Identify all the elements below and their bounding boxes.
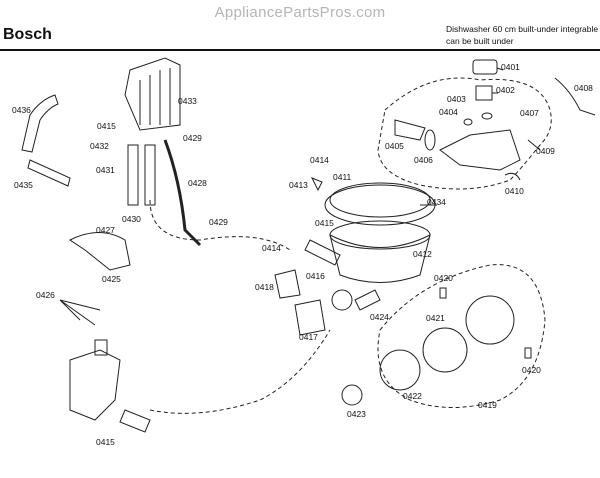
part-0418 [274, 269, 301, 299]
label-0430: 0430 [122, 214, 141, 224]
part-0427 [69, 232, 131, 271]
label-0422: 0422 [403, 391, 422, 401]
label-0402: 0402 [496, 85, 515, 95]
part-0428 [163, 139, 202, 247]
part-0423 [341, 384, 363, 406]
label-0433: 0433 [178, 96, 197, 106]
label-0401: 0401 [501, 62, 520, 72]
part-0422 [379, 349, 421, 391]
part-0411 [329, 182, 431, 218]
brand-title: Bosch [3, 26, 52, 43]
part-0415-lower [119, 409, 151, 433]
label-0420b: 0420 [522, 365, 541, 375]
label-0424: 0424 [370, 312, 389, 322]
label-0407: 0407 [520, 108, 539, 118]
label-0416: 0416 [306, 271, 325, 281]
part-0415-mid [304, 239, 341, 266]
label-0411: 0411 [333, 172, 352, 182]
part-0436 [21, 94, 59, 153]
label-0429: 0429 [183, 133, 202, 143]
label-0415c: 0415 [96, 437, 115, 447]
part-0404 [463, 118, 473, 126]
label-0420: 0420 [434, 273, 453, 283]
label-0423: 0423 [347, 409, 366, 419]
model-description: Dishwasher 60 cm built-under integrable … [446, 23, 598, 47]
label-0415b: 0415 [315, 218, 334, 228]
part-0419 [465, 295, 515, 345]
label-0414b: 0414 [262, 243, 281, 253]
label-0435: 0435 [14, 180, 33, 190]
part-0430 [144, 144, 156, 206]
part-0405 [394, 119, 426, 141]
part-0412 [329, 234, 431, 283]
watermark: AppliancePartsPros.com [214, 4, 386, 21]
label-0432: 0432 [90, 141, 109, 151]
label-0406: 0406 [414, 155, 433, 165]
model-line-1: Dishwasher 60 cm built-under integrable [446, 24, 599, 34]
label-0403: 0403 [447, 94, 466, 104]
part-0435 [27, 159, 71, 187]
part-0417 [294, 299, 326, 336]
label-0414: 0414 [310, 155, 329, 165]
label-0404: 0404 [439, 107, 458, 117]
label-0434: 0434 [427, 197, 446, 207]
label-0417: 0417 [299, 332, 318, 342]
model-line-2: can be built under [446, 36, 514, 46]
part-0402 [475, 85, 493, 101]
header-divider [0, 49, 600, 51]
label-0418: 0418 [255, 282, 274, 292]
hose-path [149, 199, 291, 251]
part-0403 [481, 112, 493, 120]
part-0431 [127, 144, 139, 206]
label-0408: 0408 [574, 83, 593, 93]
part-0426 [69, 349, 121, 421]
label-0413: 0413 [289, 180, 308, 190]
part-0410 [504, 172, 521, 181]
part-0409 [439, 129, 521, 171]
label-0426: 0426 [36, 290, 55, 300]
group-outline-0409 [377, 77, 552, 190]
label-0431: 0431 [96, 165, 115, 175]
label-0405: 0405 [385, 141, 404, 151]
part-0424 [331, 289, 353, 311]
part-0420 [439, 287, 447, 299]
label-0415: 0415 [97, 121, 116, 131]
hose-path-lower [149, 329, 331, 414]
part-0413 [310, 177, 323, 192]
label-0428: 0428 [188, 178, 207, 188]
part-0421 [422, 327, 468, 373]
label-0425: 0425 [102, 274, 121, 284]
label-0419: 0419 [478, 400, 497, 410]
part-0433 [124, 57, 181, 131]
label-0421: 0421 [426, 313, 445, 323]
group-outline-0419 [377, 264, 546, 408]
label-0427: 0427 [96, 225, 115, 235]
part-0408 [554, 77, 596, 116]
part-0401 [472, 59, 498, 75]
label-0409: 0409 [536, 146, 555, 156]
label-0436: 0436 [12, 105, 31, 115]
part-0406 [424, 129, 436, 151]
label-0412: 0412 [413, 249, 432, 259]
label-0410: 0410 [505, 186, 524, 196]
part-0434 [324, 184, 436, 226]
label-0429b: 0429 [209, 217, 228, 227]
